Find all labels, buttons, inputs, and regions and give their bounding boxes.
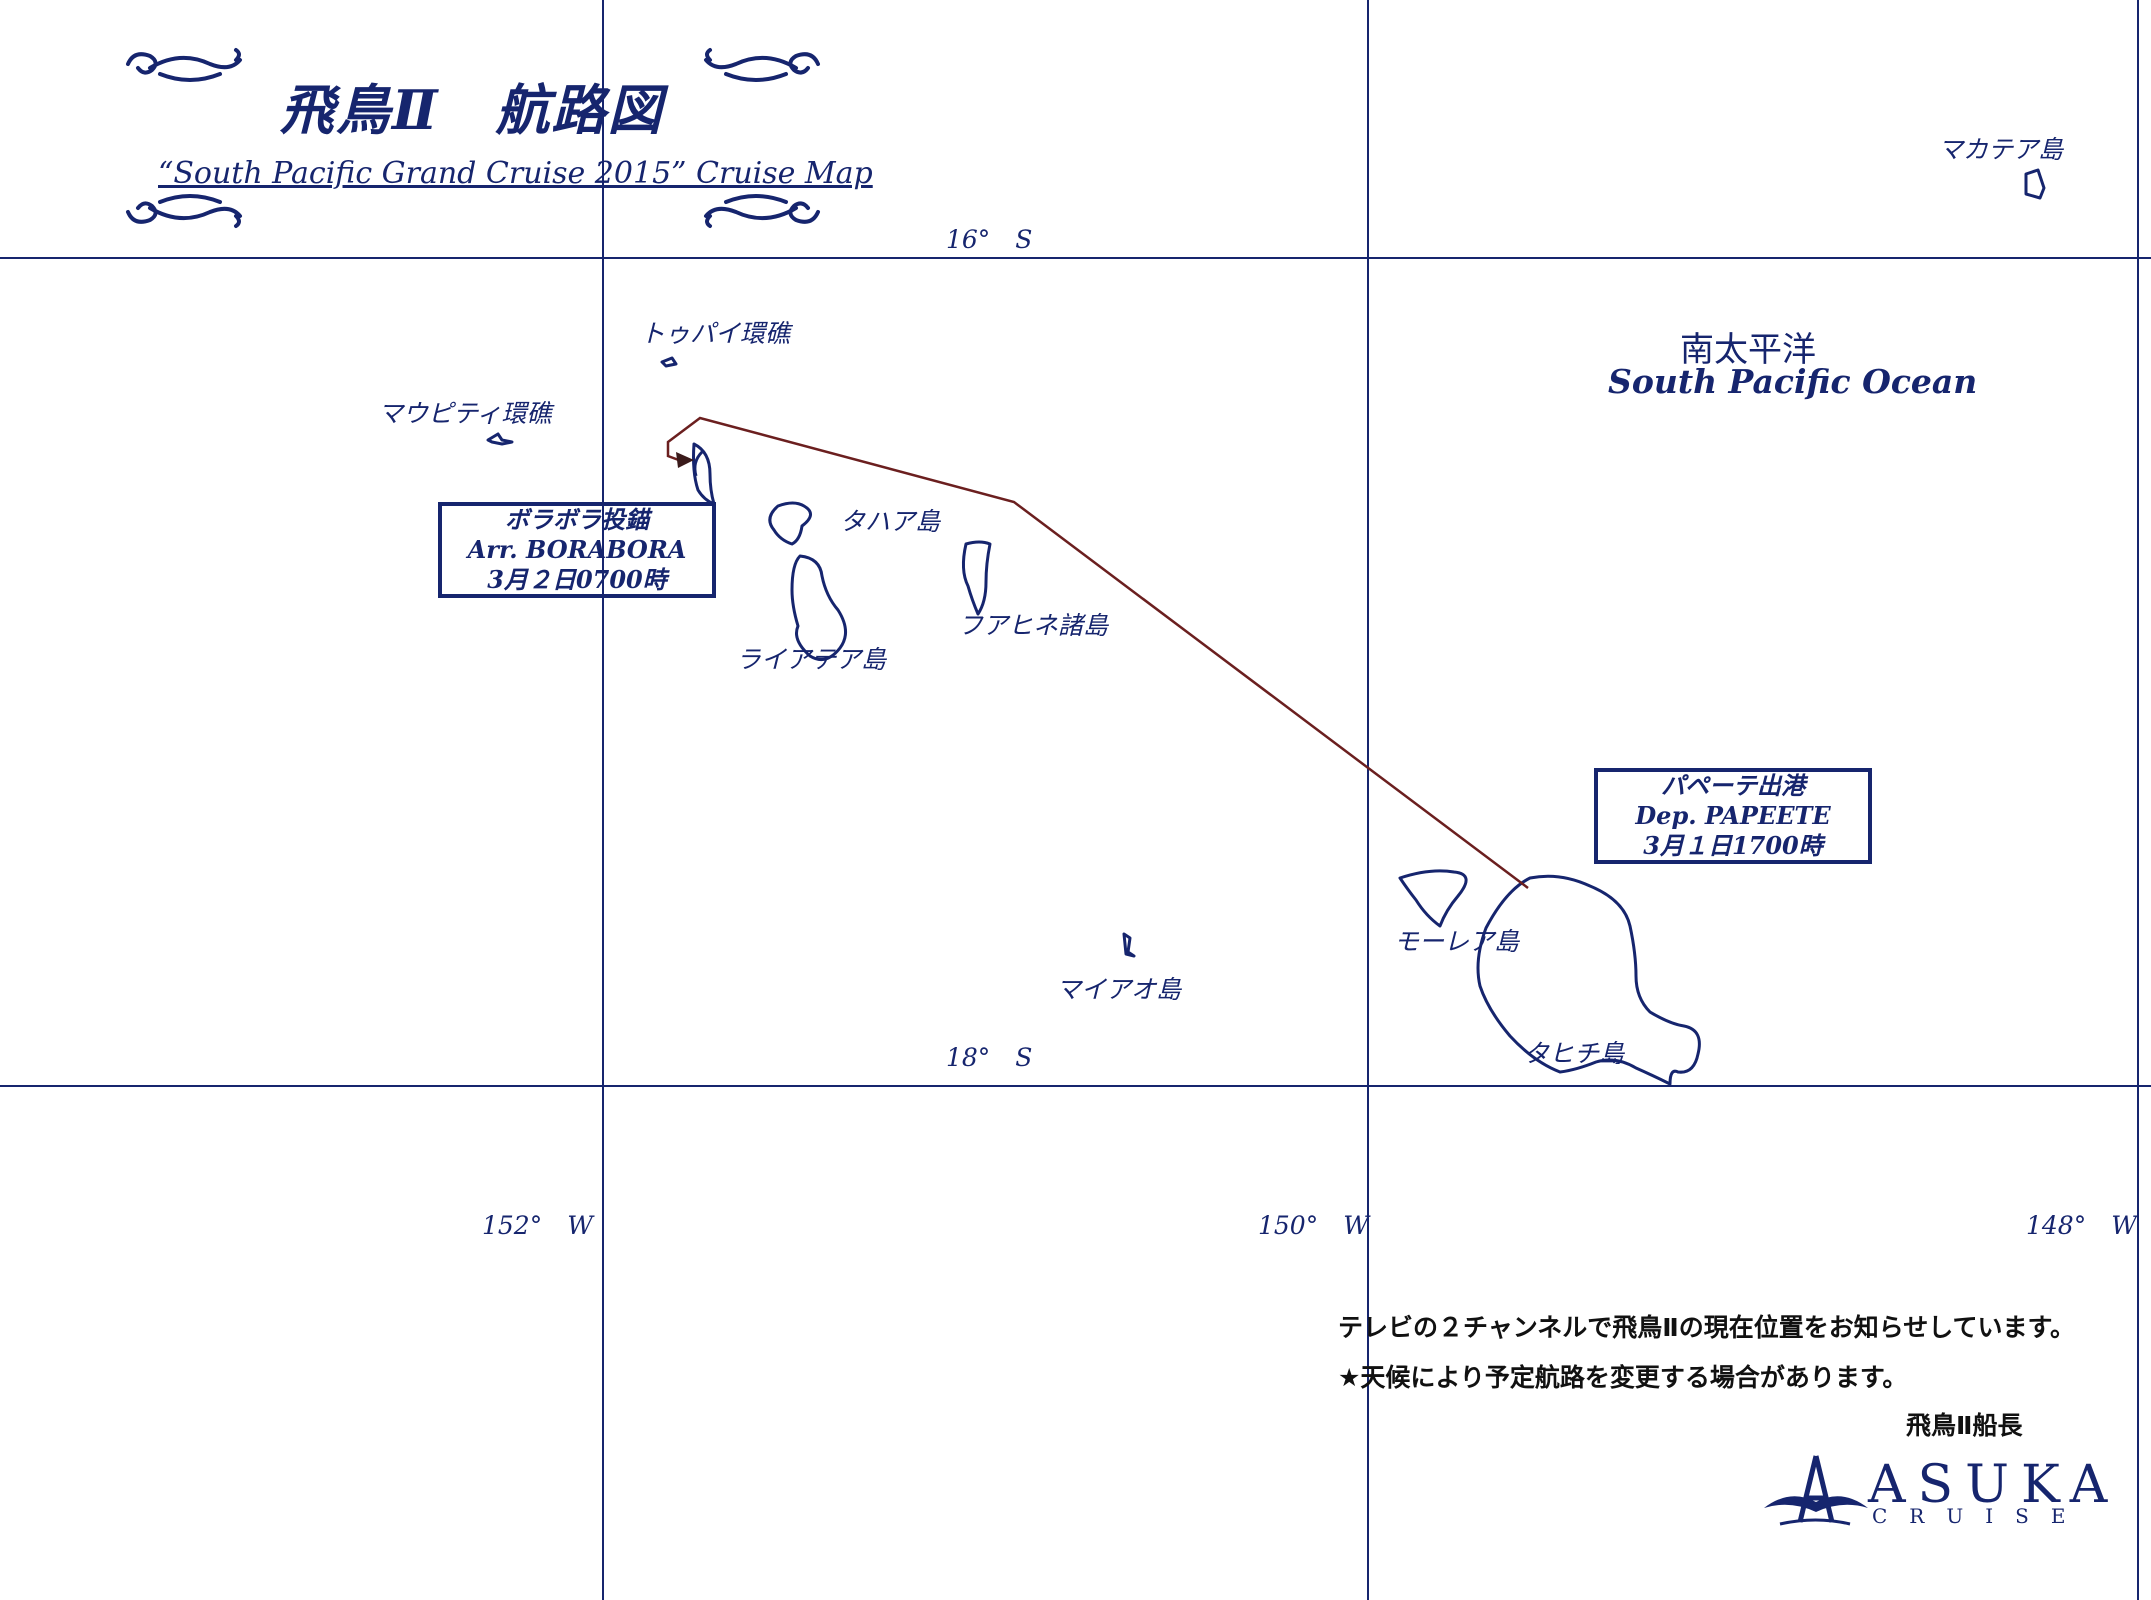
- route-arrow-icon: [676, 452, 694, 468]
- arrival-port-name-japanese: ボラボラ投錨: [505, 505, 649, 534]
- departure-port-name-japanese: パペーテ出港: [1661, 771, 1805, 800]
- island-label-maiao: マイアオ島: [1056, 975, 1182, 1004]
- arrival-port-name-english: Arr. BORABORA: [467, 535, 687, 564]
- logo-subtitle: CRUISE: [1872, 1504, 2088, 1528]
- ornament-bottom-left: [126, 194, 242, 228]
- tahiti-island-outline: [1476, 874, 1701, 1086]
- island-label-makatea: マカテア島: [1938, 135, 2064, 164]
- arrival-port-box: ボラボラ投錨 Arr. BORABORA 3月２日0700時: [438, 502, 716, 598]
- departure-time: 3月１日1700時: [1643, 831, 1823, 860]
- tahaa-island-outline: [768, 501, 812, 546]
- notice-tv-channel: テレビの２チャンネルで飛鳥Ⅱの現在位置をお知らせしています。: [1338, 1313, 2075, 1342]
- arrival-time: 3月２日0700時: [487, 565, 667, 594]
- departure-port-name-english: Dep. PAPEETE: [1635, 801, 1831, 830]
- island-label-tahaa: タハア島: [840, 507, 941, 536]
- island-label-maupiti: マウピティ環礁: [378, 399, 552, 428]
- island-label-huahine: フアヒネ諸島: [958, 611, 1109, 640]
- huahine-island-outline: [961, 540, 992, 616]
- asuka-logo-emblem-icon: [1764, 1455, 1868, 1526]
- captain-signature: 飛鳥Ⅱ船長: [1906, 1411, 2023, 1440]
- ornament-bottom-right: [704, 194, 820, 228]
- island-label-raiatea: ライアテア島: [736, 645, 887, 674]
- moorea-island-outline: [1398, 869, 1468, 928]
- latitude-label-18s: 18° S: [946, 1043, 1033, 1072]
- ocean-label-english: South Pacific Ocean: [1608, 362, 1978, 401]
- ornament-top-right: [704, 48, 820, 82]
- map-title-japanese: 飛鳥Ⅱ 航路図: [280, 78, 664, 142]
- tupai-atoll-outline: [660, 356, 678, 368]
- maiao-island-outline: [1122, 932, 1136, 958]
- cruise-route: [666, 416, 1529, 889]
- longitude-label-150w: 150° W: [1258, 1211, 1369, 1240]
- bora-bora-island-outline: [692, 442, 716, 506]
- islands: [486, 168, 2046, 1086]
- title-ornaments: [126, 48, 820, 228]
- ocean-label-japanese: 南太平洋: [1680, 330, 1816, 370]
- notice-route-change: ★天候により予定航路を変更する場合があります。: [1338, 1363, 1908, 1392]
- departure-port-box: パペーテ出港 Dep. PAPEETE 3月１日1700時: [1594, 768, 1872, 864]
- island-label-tupai: トゥパイ環礁: [640, 319, 791, 348]
- maupiti-atoll-outline: [486, 432, 514, 446]
- island-label-moorea: モーレア島: [1394, 927, 1520, 956]
- latitude-label-16s: 16° S: [946, 225, 1033, 254]
- logo-wordmark: ASUKA: [1868, 1455, 2120, 1515]
- longitude-label-148w: 148° W: [2026, 1211, 2137, 1240]
- map-title-english: “South Pacific Grand Cruise 2015” Cruise…: [158, 156, 873, 191]
- longitude-label-152w: 152° W: [482, 1211, 593, 1240]
- island-label-tahiti: タヒチ島: [1524, 1039, 1625, 1068]
- raiatea-island-outline: [790, 554, 847, 662]
- ornament-top-left: [126, 48, 242, 82]
- makatea-island-outline: [2024, 168, 2046, 200]
